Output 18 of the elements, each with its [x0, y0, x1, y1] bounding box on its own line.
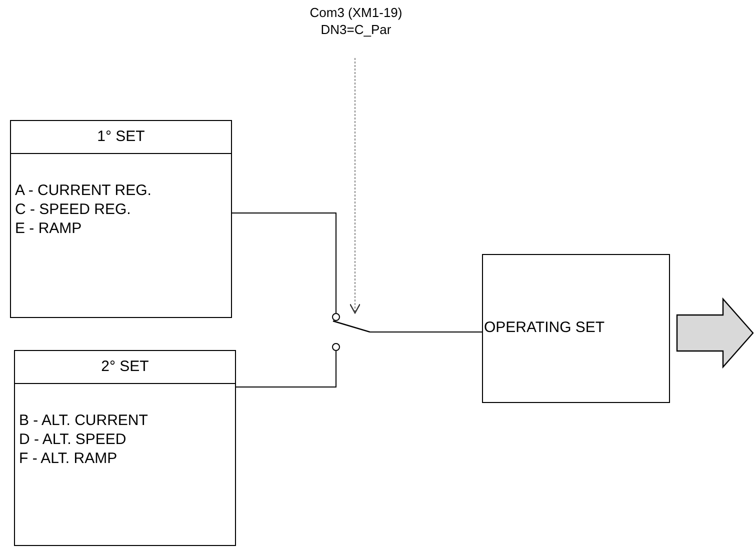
set-title: 2° SET [101, 356, 149, 377]
parameter-set-box [14, 350, 236, 546]
signal-label: Com3 (XM1-19) [310, 4, 402, 21]
connector-line [236, 350, 336, 388]
parameter-item: A - CURRENT REG. [15, 181, 152, 200]
box-label: OPERATING SET [483, 318, 605, 338]
connector-line [232, 212, 336, 314]
block-arrow [676, 297, 754, 369]
parameter-item: C - SPEED REG. [15, 200, 132, 219]
process-box [482, 254, 670, 403]
signal-label: DN3=C_Par [320, 21, 392, 38]
parameter-set-box [10, 120, 232, 318]
dotted-arrow [349, 58, 361, 314]
parameter-item: D - ALT. SPEED [19, 430, 128, 449]
set-title: 1° SET [97, 126, 145, 147]
parameter-item: E - RAMP [15, 219, 83, 238]
parameter-item: B - ALT. CURRENT [19, 411, 149, 430]
parameter-item: F - ALT. RAMP [19, 449, 118, 468]
